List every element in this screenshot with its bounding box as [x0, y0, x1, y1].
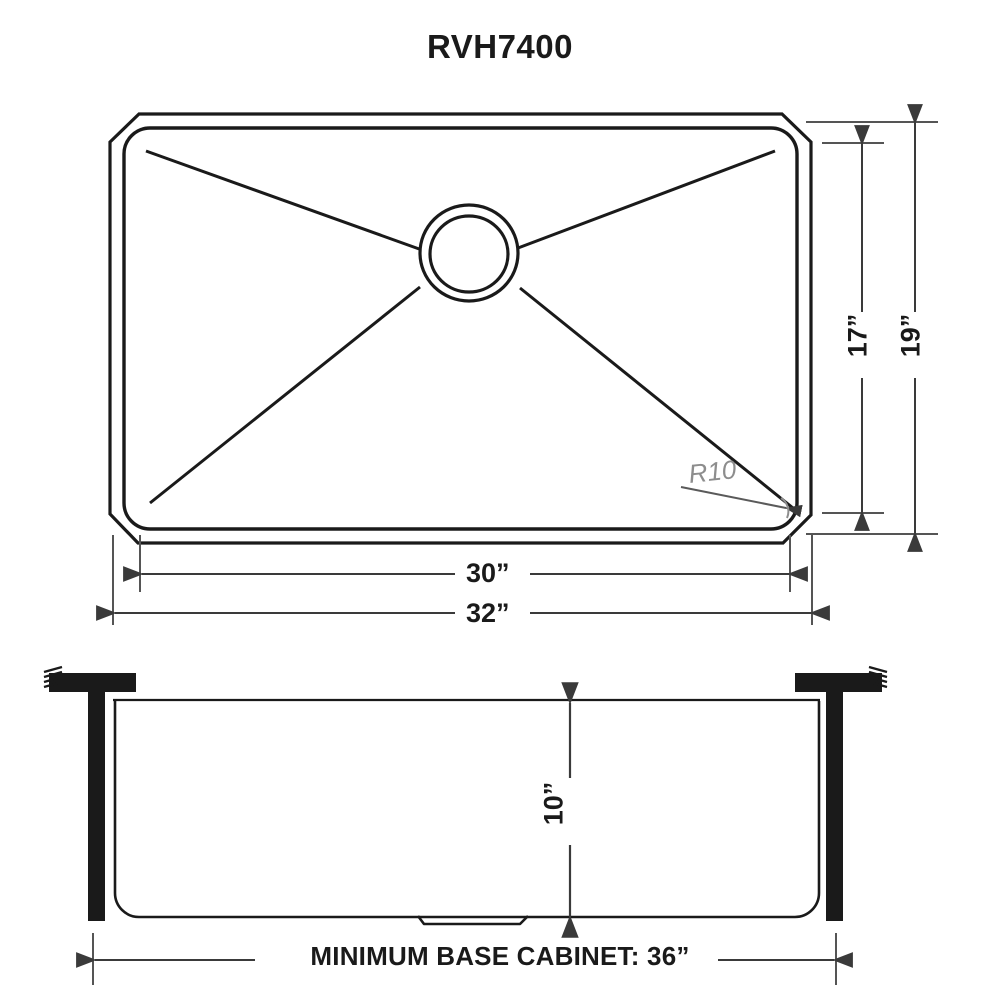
dimension-label-bowl-depth: 10”: [538, 781, 569, 826]
basin-section-outline: [113, 701, 821, 919]
slope-line-bottom-left: [149, 285, 421, 505]
top-view-sink: [108, 112, 813, 545]
cabinet-wall-left: [43, 665, 136, 921]
radius-callout-label: R10: [687, 454, 738, 489]
hatch-marks-right: [868, 665, 888, 689]
drain-inner-ring: [428, 214, 510, 294]
dimension-line-base-cabinet: [76, 933, 853, 985]
cross-section-view: [43, 665, 888, 985]
dimension-label-depth-outer: 19”: [895, 313, 926, 358]
dimension-label-depth-inner: 17”: [842, 313, 873, 358]
slope-line-bottom-right: [519, 286, 794, 510]
cabinet-wall-right: [795, 665, 888, 921]
dimension-label-width-inner: 30”: [466, 558, 510, 588]
radius-callout-leader: [680, 486, 803, 519]
dimension-label-width-outer: 32”: [466, 598, 510, 628]
drain-outlet-section: [416, 915, 529, 926]
slope-line-top-right: [517, 149, 776, 250]
top-view-dimensions: [96, 104, 938, 625]
page-title: RVH7400: [427, 28, 573, 65]
dimension-label-base-cabinet: MINIMUM BASE CABINET: 36”: [310, 941, 690, 971]
basin-slope-lines: [145, 149, 794, 510]
sink-outer-rim: [108, 112, 813, 545]
slope-line-top-left: [145, 149, 423, 252]
sink-inner-basin: [122, 126, 799, 531]
hatch-marks-left: [43, 665, 63, 689]
